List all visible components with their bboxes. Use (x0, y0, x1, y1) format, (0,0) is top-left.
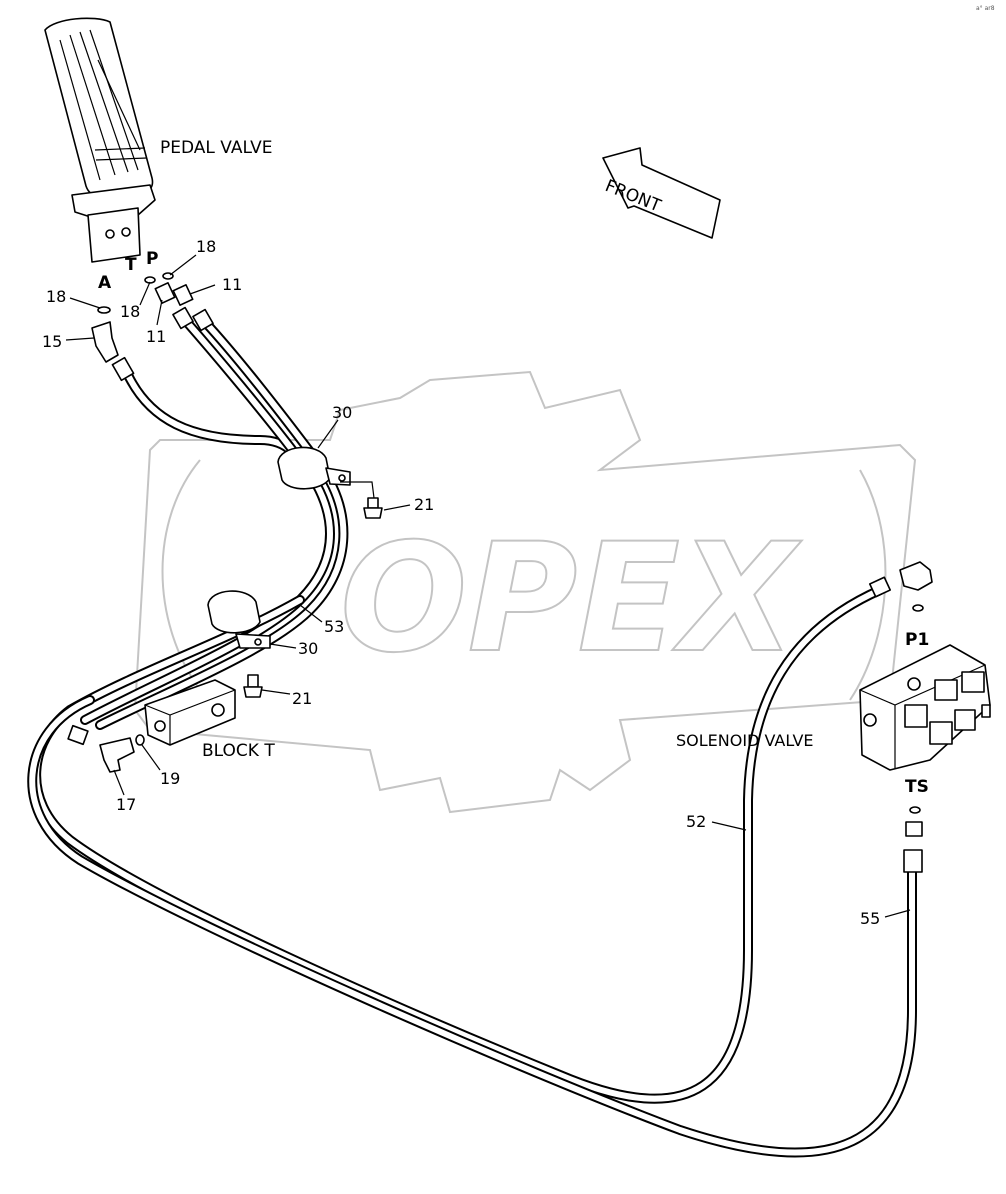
front-arrow: FRONT (602, 147, 721, 239)
tee-17 (99, 737, 135, 773)
corner-mark: a° ar8 (976, 5, 995, 12)
clamp-top (277, 446, 351, 490)
part-30-bottom: 30 (298, 639, 318, 658)
port-a: A (98, 273, 112, 293)
port-labels: T P A P1 TS (98, 249, 929, 797)
oring-18-a (97, 306, 111, 314)
elbow-15 (91, 321, 119, 363)
solenoid-valve: SOLENOID VALVE (676, 561, 991, 873)
block-t-body (144, 679, 236, 746)
oring-19 (135, 734, 145, 746)
part-11-left: 11 (146, 327, 166, 346)
bolt-21-bottom (243, 674, 263, 698)
part-11-right: 11 (222, 275, 242, 294)
part-21-bottom: 21 (292, 689, 312, 708)
part-21-top: 21 (414, 495, 434, 514)
part-52: 52 (686, 812, 706, 831)
pedal-valve: PEDAL VALVE (44, 17, 272, 263)
port-t: T (125, 255, 137, 275)
hose-55 (27, 695, 917, 1158)
part-15: 15 (42, 332, 62, 351)
leader-lines (65, 254, 911, 918)
clamp-bottom (207, 590, 271, 649)
pedal-fittings (91, 272, 214, 382)
label-solenoid-valve: SOLENOID VALVE (676, 731, 814, 750)
fitting-11-b (172, 283, 194, 307)
part-19: 19 (160, 769, 180, 788)
part-30-top: 30 (332, 403, 352, 422)
block-t: BLOCK T (67, 679, 275, 773)
part-18-mid: 18 (120, 302, 140, 321)
label-pedal-valve: PEDAL VALVE (160, 138, 272, 158)
fitting-ts (905, 821, 923, 837)
bolt-21-top (340, 481, 383, 519)
part-18-left: 18 (46, 287, 66, 306)
watermark-logo: OPEX (133, 370, 917, 814)
hose-group (27, 315, 917, 1158)
fitting-11-a (154, 281, 176, 305)
port-p1: P1 (905, 630, 929, 650)
port-p: P (146, 249, 158, 269)
part-18-top: 18 (196, 237, 216, 256)
port-ts: TS (905, 777, 929, 797)
fitting-p1 (899, 561, 933, 591)
part-17: 17 (116, 795, 136, 814)
part-number-labels: 18 18 18 11 11 15 30 21 53 30 21 19 17 5… (42, 237, 880, 928)
part-53: 53 (324, 617, 344, 636)
watermark-gear (133, 370, 917, 814)
front-arrow-shape (602, 147, 721, 239)
label-block-t: BLOCK T (202, 741, 275, 761)
part-55: 55 (860, 909, 880, 928)
watermark-text: OPEX (340, 512, 802, 686)
